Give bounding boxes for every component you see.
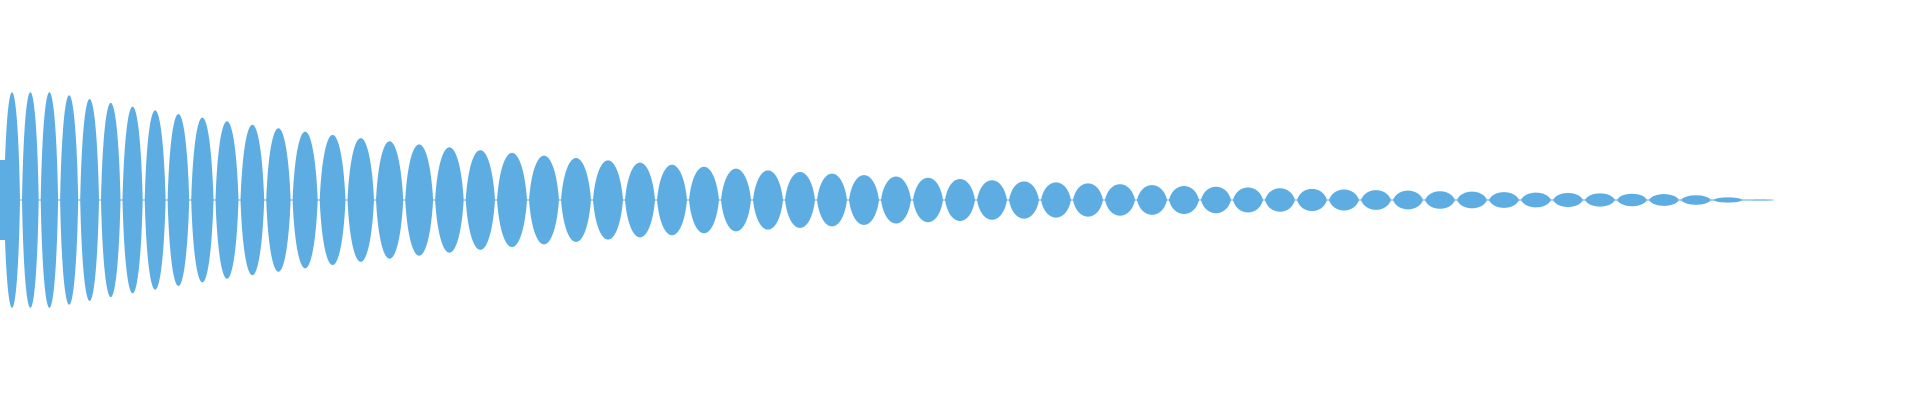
waveform-canvas: [0, 92, 1775, 308]
